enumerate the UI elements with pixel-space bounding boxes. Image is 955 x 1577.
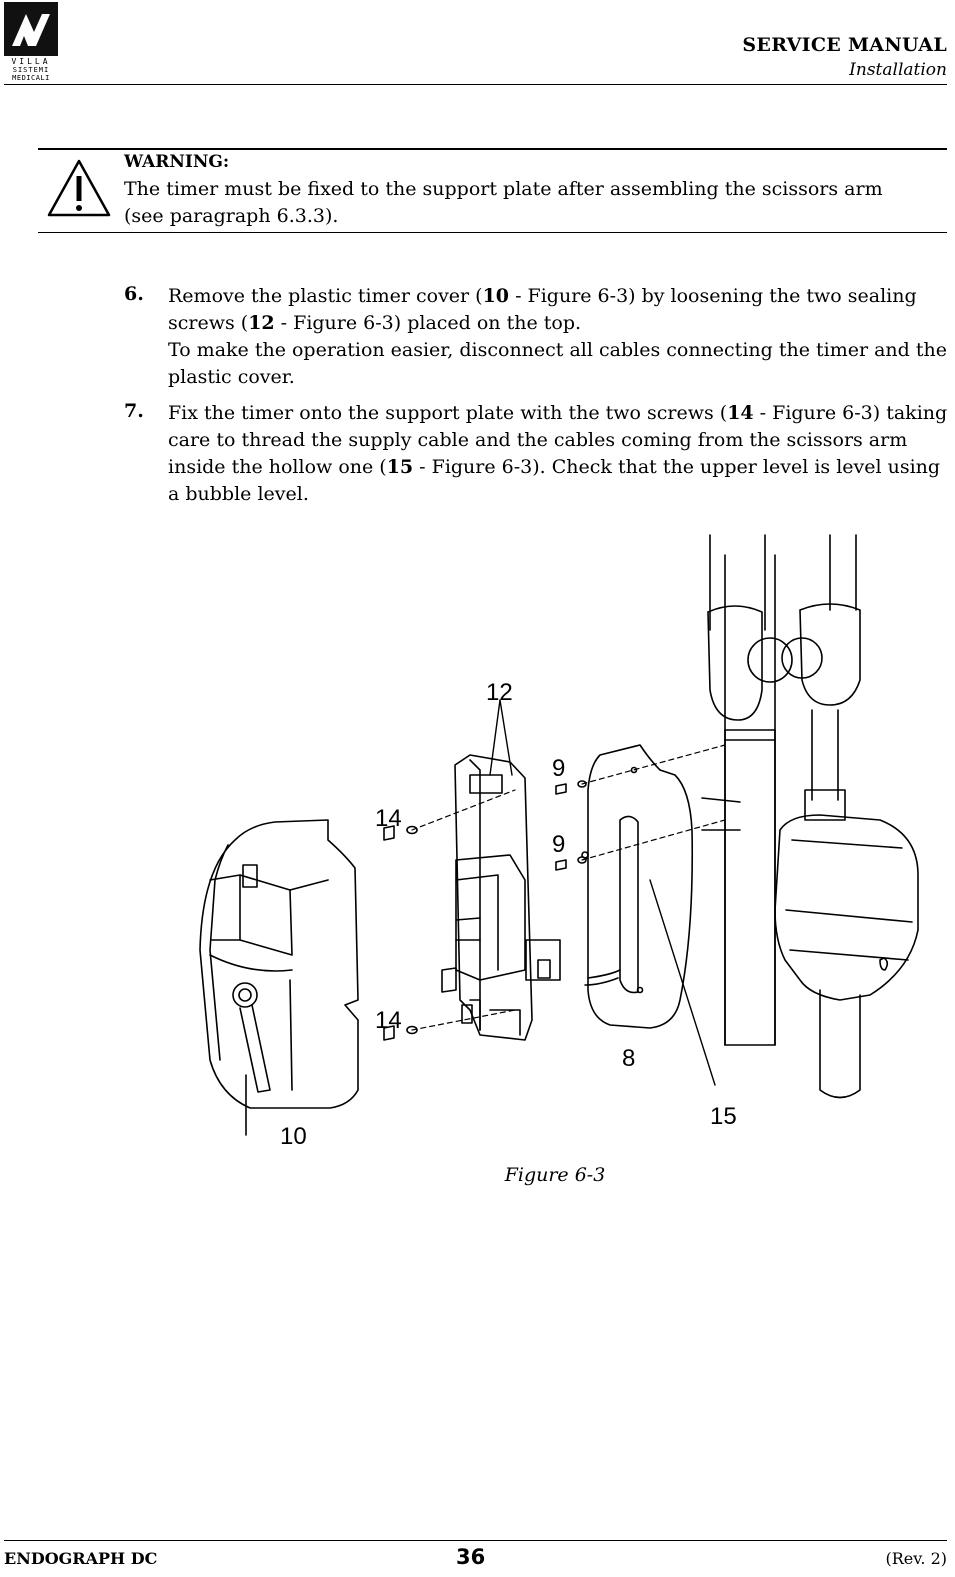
ref-number: 10 [482,285,510,307]
callout-9-upper: 9 [552,755,565,782]
support-plate-8 [581,744,694,1029]
ref-number: 15 [386,456,414,478]
logo-word-2: SISTEMI [13,66,50,74]
screws [383,780,587,1041]
assembly-lines [411,744,726,1031]
revision-label: (Rev. 2) [885,1549,948,1568]
logo-word-3: MEDICALI [12,74,50,82]
warning-text: The timer must be fixed to the support p… [124,178,883,227]
column-assembly [701,534,919,1099]
callout-10: 10 [280,1123,307,1150]
exploded-assembly-figure: 12 9 14 9 14 8 15 10 [199,534,919,1150]
villa-logo: VILLA SISTEMI MEDICALI [4,2,58,82]
step-number: 6. [124,283,144,305]
footer-divider [4,1540,947,1541]
warning-top-rule [38,148,947,150]
callout-leaders [489,699,716,1086]
ref-number: 12 [248,312,275,334]
callout-15: 15 [710,1103,737,1130]
logo-word-1: VILLA [11,57,50,66]
footer-product-name: ENDOGRAPH DC [4,1549,158,1568]
header-subtitle: Installation [849,60,947,80]
warning-bottom-rule [38,232,947,233]
callout-14-lower: 14 [375,1007,402,1034]
page-number: 36 [456,1545,486,1569]
callout-8: 8 [622,1045,635,1072]
warning-title: WARNING: [124,152,230,172]
callout-12: 12 [486,679,513,706]
warning-triangle-icon [47,159,111,217]
ref-number: 14 [727,402,754,424]
callout-14-upper: 14 [375,805,402,832]
timer-chassis [441,754,561,1041]
step-extra: To make the operation easier, disconnect… [168,339,947,388]
figure-caption: Figure 6-3 [504,1164,606,1186]
header-title: SERVICE MANUAL [742,34,947,56]
timer-cover-10 [199,819,359,1136]
step-number: 7. [124,400,144,422]
header-divider [4,84,947,85]
step-text: Remove the plastic timer cover (10 - Fig… [168,285,947,388]
callout-9-lower: 9 [552,831,565,858]
step-text: Fix the timer onto the support plate wit… [168,402,948,505]
